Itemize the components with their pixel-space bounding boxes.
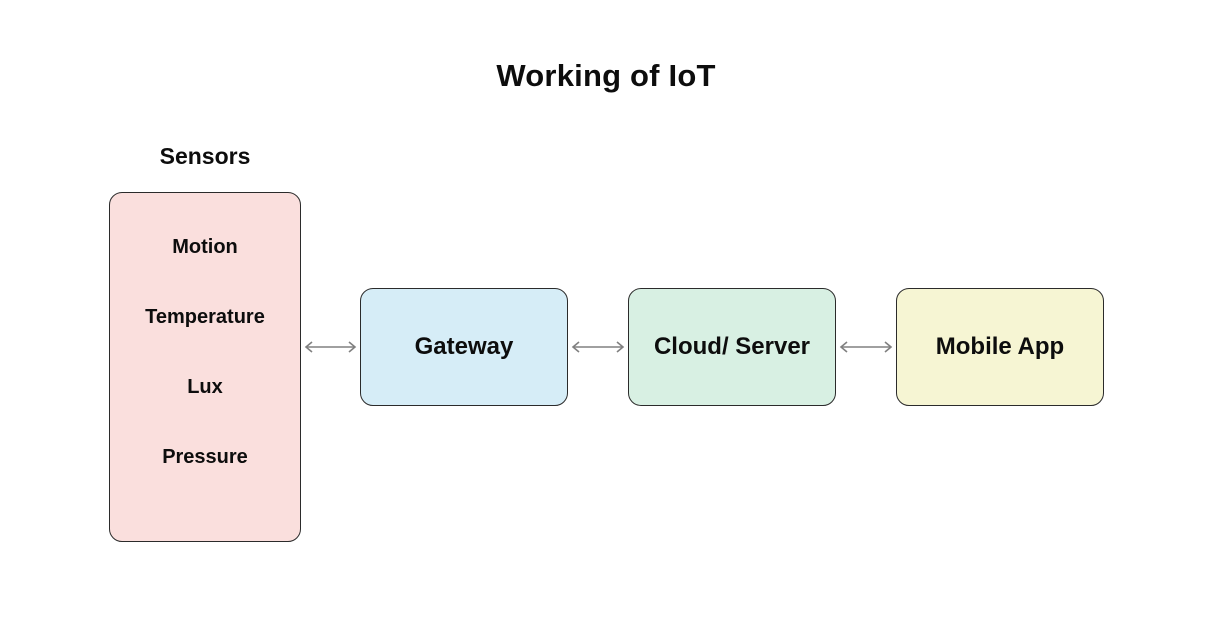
node-gateway[interactable]: Gateway xyxy=(360,288,568,406)
node-cloud-server[interactable]: Cloud/ Server xyxy=(628,288,836,406)
node-gateway-label: Gateway xyxy=(414,333,514,360)
sensors-group-label: Sensors xyxy=(159,143,251,169)
sensor-item-pressure: Pressure xyxy=(162,446,248,468)
node-mobile-app[interactable]: Mobile App xyxy=(896,288,1104,406)
connector-cloud-to-mobile xyxy=(836,333,896,361)
node-mobile-app-label: Mobile App xyxy=(935,333,1065,360)
page-title: Working of IoT xyxy=(496,58,716,93)
sensors-box[interactable]: Motion Temperature Lux Pressure xyxy=(109,192,301,542)
sensor-item-temperature: Temperature xyxy=(145,306,265,328)
connector-gateway-to-cloud xyxy=(568,333,628,361)
connector-sensors-to-gateway xyxy=(301,333,360,361)
node-cloud-server-label: Cloud/ Server xyxy=(653,333,811,360)
sensor-item-motion: Motion xyxy=(172,236,238,258)
sensor-item-lux: Lux xyxy=(187,376,223,398)
